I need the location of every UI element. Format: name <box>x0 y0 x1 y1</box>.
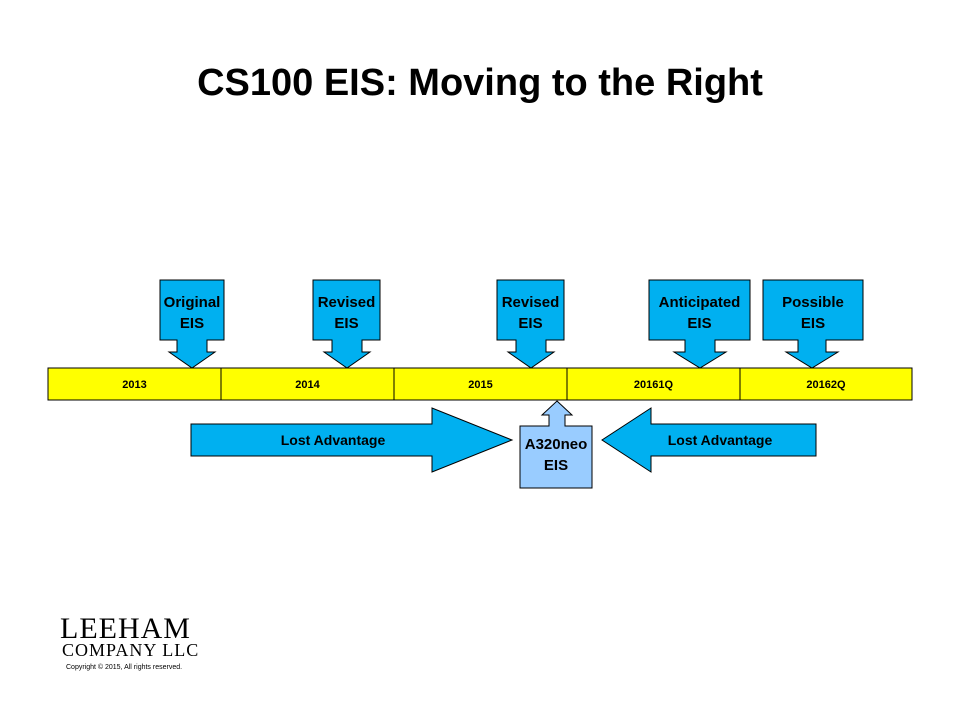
callout-a320neo-eis-label: A320neo EIS <box>524 436 588 474</box>
timeline-bar <box>47 367 913 401</box>
leeham-company-logo: LEEHAM COMPANY LLC Copyright © 2015, All… <box>60 612 230 682</box>
callout-original-eis-label: Original EIS <box>163 294 221 332</box>
callout-revised-eis-1 <box>312 279 381 369</box>
timeline-segment-2015 <box>393 367 568 401</box>
timeline-label-20162q: 20162Q <box>806 379 846 391</box>
lost-advantage-arrow-right <box>601 407 817 473</box>
lost-advantage-left-label: Lost Advantage <box>280 432 386 448</box>
timeline-label-2013: 2013 <box>122 379 147 391</box>
timeline-segment-20162q <box>739 367 913 401</box>
callout-anticipated-eis-label: Anticipated EIS <box>658 294 741 332</box>
timeline-label-2014: 2014 <box>295 379 320 391</box>
logo-line-1: LEEHAM <box>60 612 191 645</box>
timeline-label-2015: 2015 <box>468 379 493 391</box>
callout-a320neo-eis <box>519 400 593 489</box>
timeline-segment-2013 <box>47 367 222 401</box>
slide-title: CS100 EIS: Moving to the Right <box>197 62 763 104</box>
callout-original-eis <box>159 279 225 369</box>
callout-anticipated-eis <box>648 279 751 369</box>
copyright-text: Copyright © 2015, All rights reserved. <box>66 664 183 671</box>
callout-revised-eis-2-label: Revised EIS <box>501 294 560 332</box>
callout-revised-eis-1-label: Revised EIS <box>317 294 376 332</box>
logo-line-2: COMPANY LLC <box>62 640 200 660</box>
timeline-segment-2014 <box>220 367 395 401</box>
timeline-segment-20161q <box>566 367 741 401</box>
callout-possible-eis <box>762 279 864 369</box>
lost-advantage-arrow-left <box>190 407 514 473</box>
callout-revised-eis-2 <box>496 279 565 369</box>
timeline-label-20161q: 20161Q <box>633 379 674 391</box>
lost-advantage-right-label: Lost Advantage <box>667 432 773 448</box>
callout-possible-eis-label: Possible EIS <box>782 294 844 332</box>
